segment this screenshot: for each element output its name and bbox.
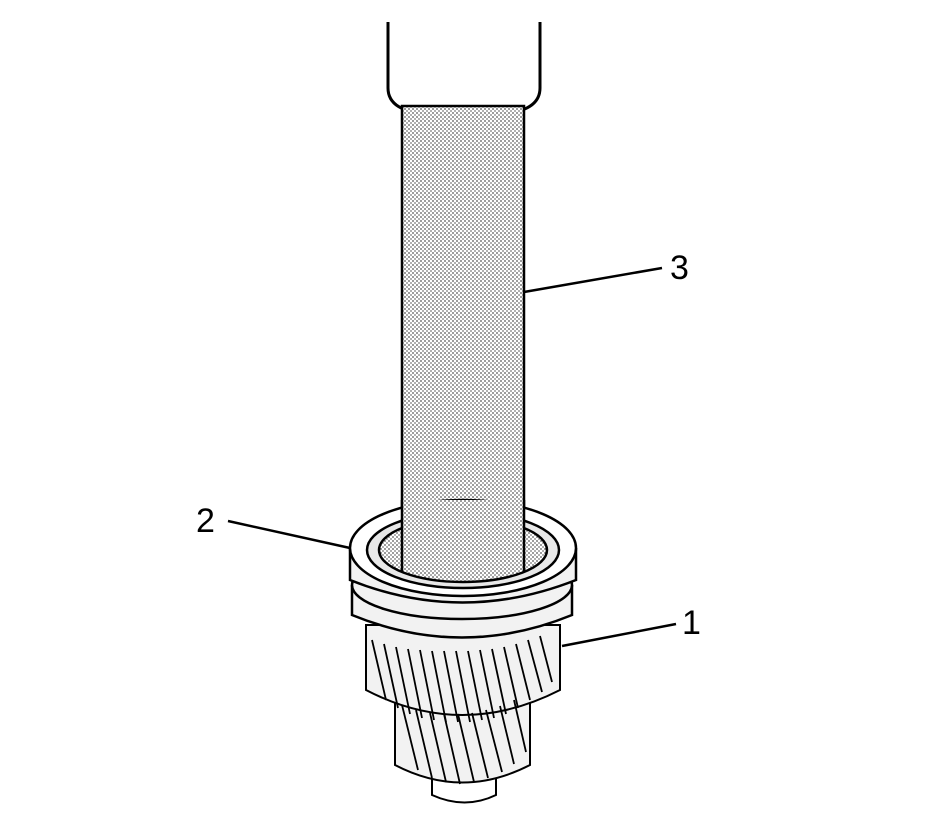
gear	[365, 624, 561, 804]
leader-line-2	[227, 519, 351, 550]
callout-2: 2	[196, 502, 215, 540]
leader-lines	[227, 266, 677, 648]
gear-teeth	[371, 635, 553, 785]
installer-shaft-lower	[402, 500, 524, 570]
leader-line-1	[561, 622, 677, 648]
callout-3: 3	[670, 249, 689, 287]
installer-handle	[386, 22, 542, 116]
leader-line-3	[523, 266, 663, 294]
callout-1: 1	[682, 604, 701, 642]
